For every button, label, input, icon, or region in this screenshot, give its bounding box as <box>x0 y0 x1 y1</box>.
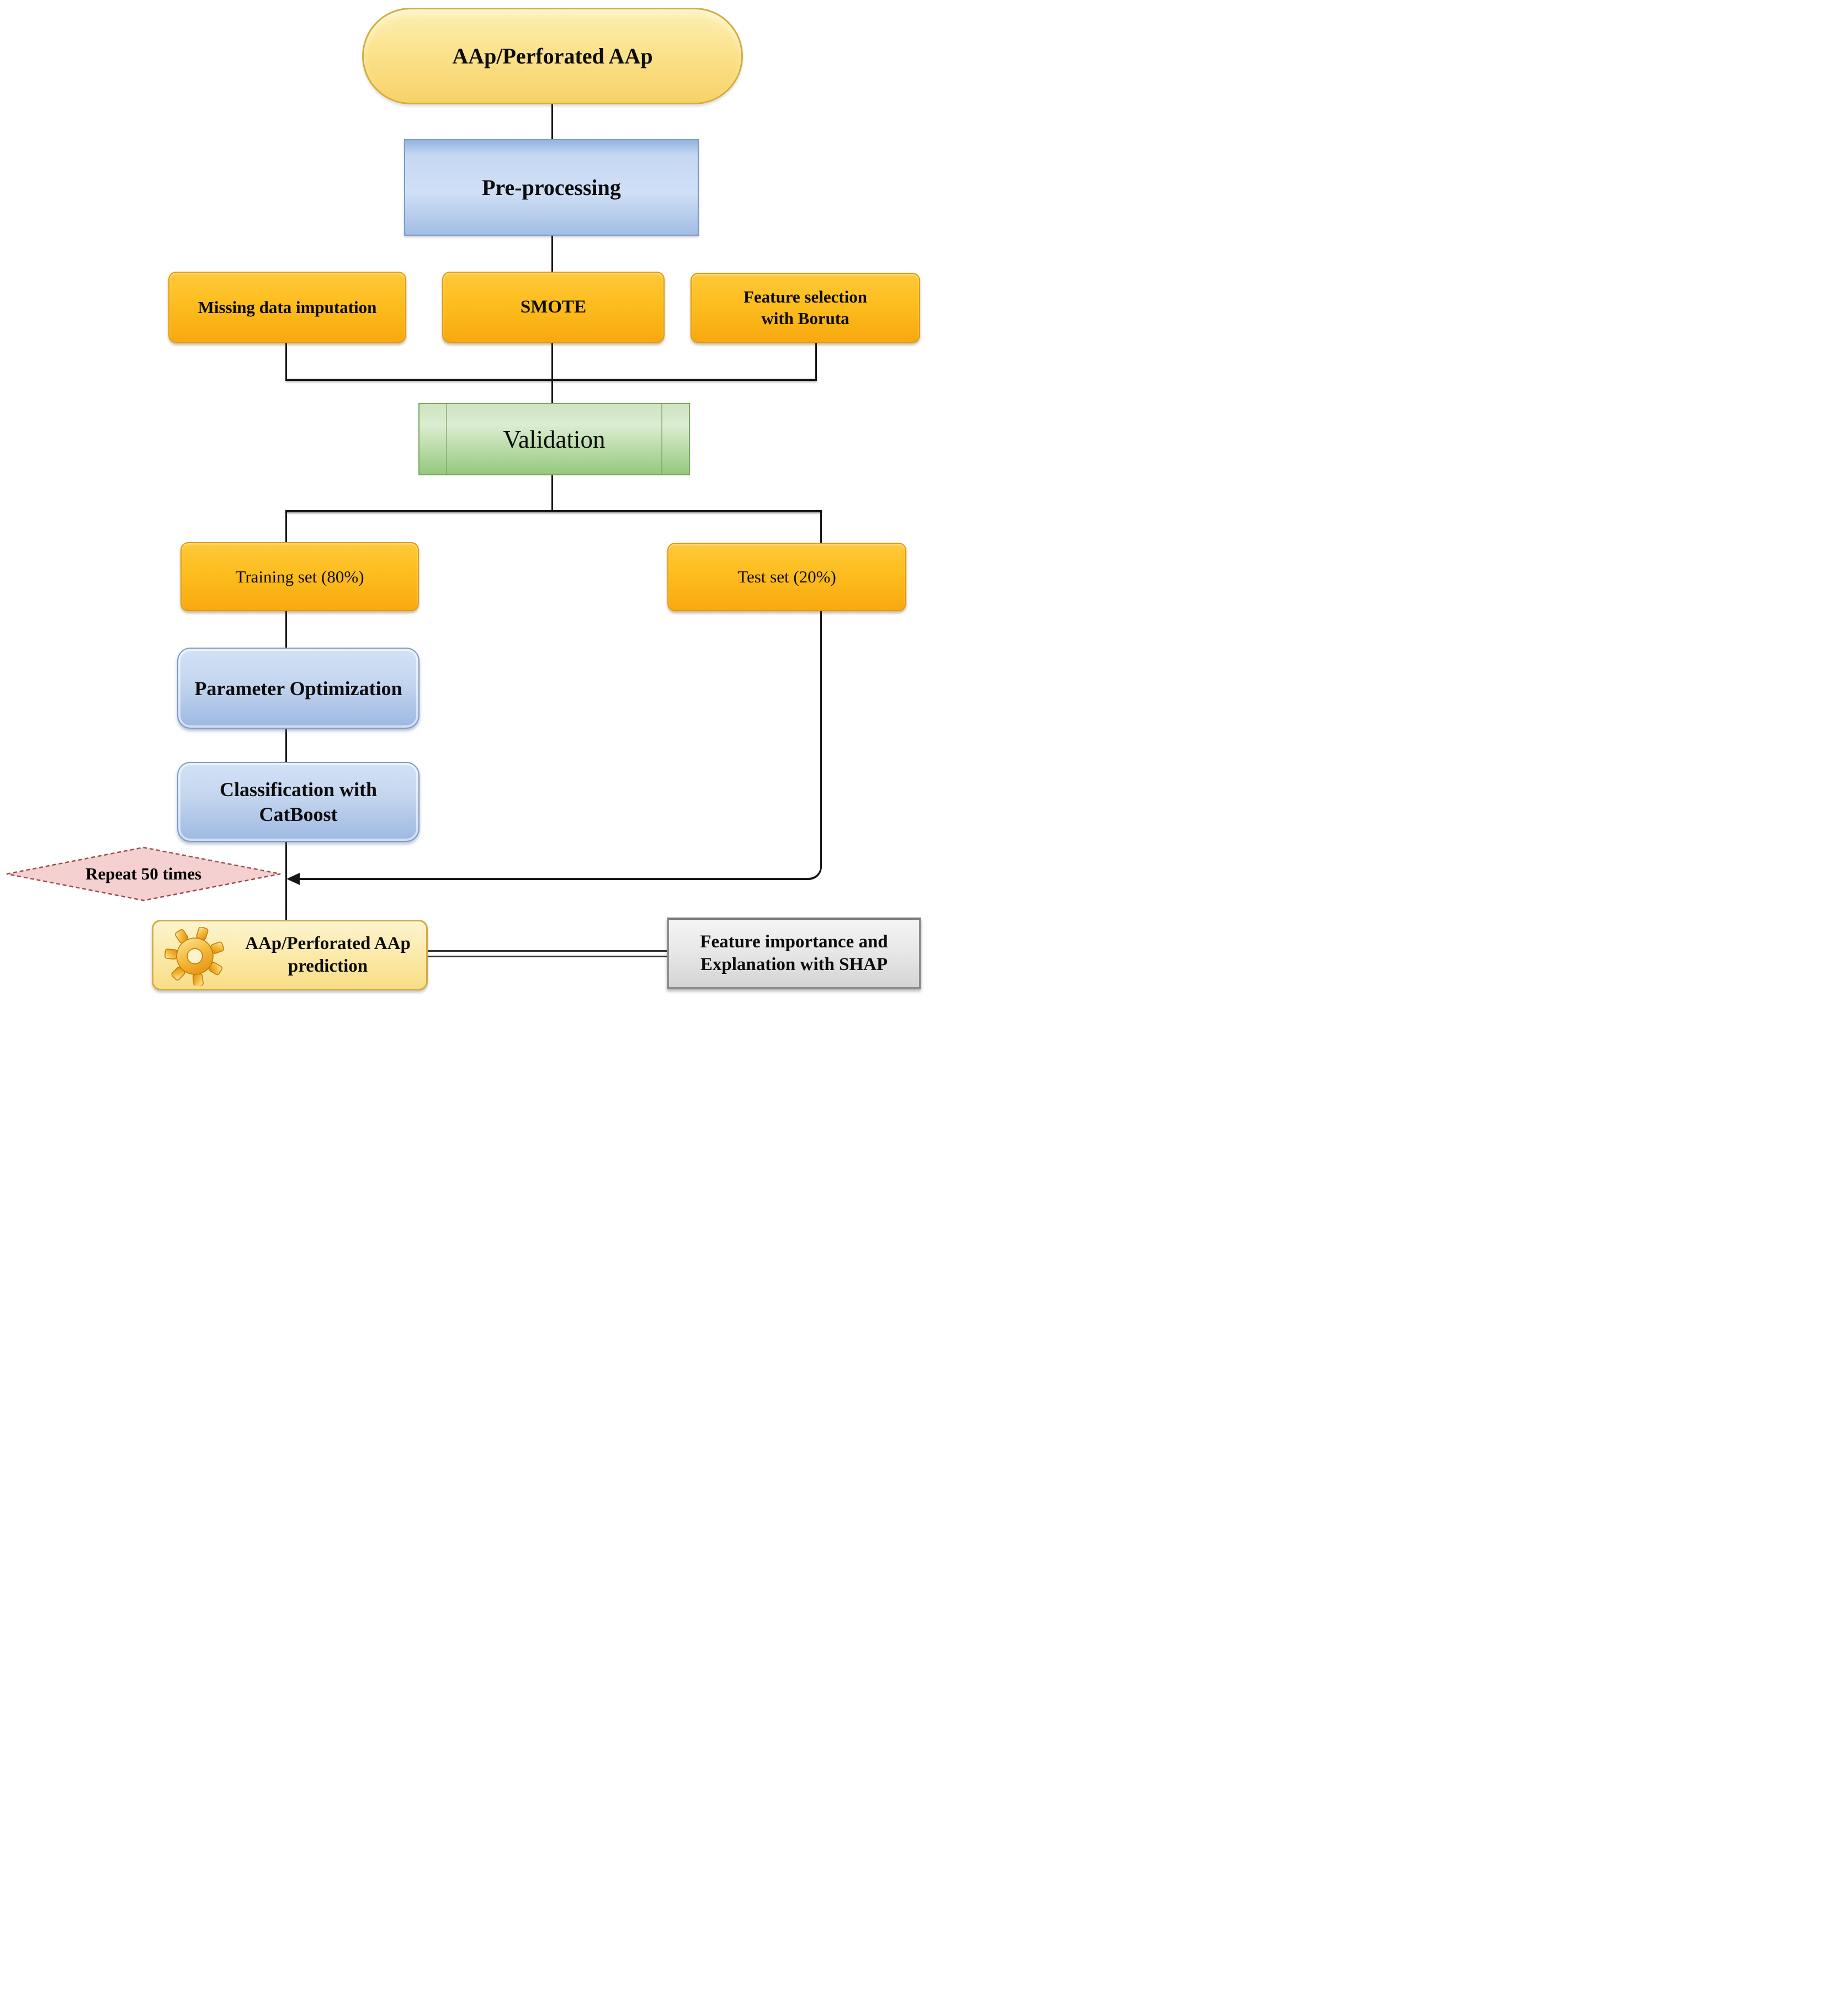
gear-icon <box>164 927 225 985</box>
left-arrowhead-icon <box>286 873 300 885</box>
node-source-label: AAp/Perforated AAp <box>452 44 653 68</box>
node-preprocessing-label: Pre-processing <box>482 175 621 200</box>
node-training-set: Training set (80%) <box>180 542 419 611</box>
connector-preprocessing-smote <box>551 236 553 272</box>
connector-prediction-shap-bottom <box>428 956 667 957</box>
connector-boruta-stub <box>815 341 817 381</box>
node-repeat-loop-label: Repeat 50 times <box>85 864 202 883</box>
node-feature-selection-label: Feature selection with Boruta <box>743 287 868 328</box>
diamond-shape <box>6 846 281 902</box>
node-validation: Validation <box>418 403 690 475</box>
connector-missing-stub <box>285 343 287 381</box>
node-smote: SMOTE <box>442 272 665 343</box>
connector-validation-split <box>551 475 553 512</box>
node-shap: Feature importance and Explanation with … <box>667 918 921 989</box>
node-smote-label: SMOTE <box>520 297 587 317</box>
node-test-set: Test set (20%) <box>667 543 906 611</box>
node-shap-label: Feature importance and Explanation with … <box>700 931 888 974</box>
connector-split-training <box>285 512 287 543</box>
node-missing-imputation-label: Missing data imputation <box>198 297 377 317</box>
node-validation-label: Validation <box>503 425 606 453</box>
node-feature-selection: Feature selection with Boruta <box>691 273 920 343</box>
node-missing-imputation: Missing data imputation <box>168 272 406 343</box>
connector-source-preprocessing <box>551 104 553 140</box>
node-prediction-label: AAp/Perforated AAp prediction <box>245 933 411 976</box>
node-parameter-optimization: Parameter Optimization <box>177 648 419 729</box>
connector-split-bar <box>285 510 822 512</box>
node-test-set-label: Test set (20%) <box>737 567 836 586</box>
connector-classification-prediction <box>285 842 287 920</box>
connector-smote-validation <box>551 343 553 404</box>
node-training-set-label: Training set (80%) <box>235 566 364 586</box>
node-classification-label: Classification with CatBoost <box>219 778 377 825</box>
node-preprocessing: Pre-processing <box>404 139 699 236</box>
connector-split-test <box>820 512 822 543</box>
flowchart-canvas: AAp/Perforated AAp Pre-processing Missin… <box>0 0 924 996</box>
node-source: AAp/Perforated AAp <box>362 8 743 104</box>
node-prediction: AAp/Perforated AAp prediction <box>152 920 428 990</box>
node-parameter-optimization-label: Parameter Optimization <box>194 677 402 699</box>
connector-test-loop <box>293 611 822 880</box>
connector-paramopt-classification <box>285 729 287 762</box>
connector-prediction-shap-top <box>428 950 667 952</box>
node-classification: Classification with CatBoost <box>177 762 419 842</box>
connector-merge-bar <box>285 379 817 381</box>
node-repeat-loop: Repeat 50 times <box>5 846 282 902</box>
connector-training-paramopt <box>285 611 287 648</box>
